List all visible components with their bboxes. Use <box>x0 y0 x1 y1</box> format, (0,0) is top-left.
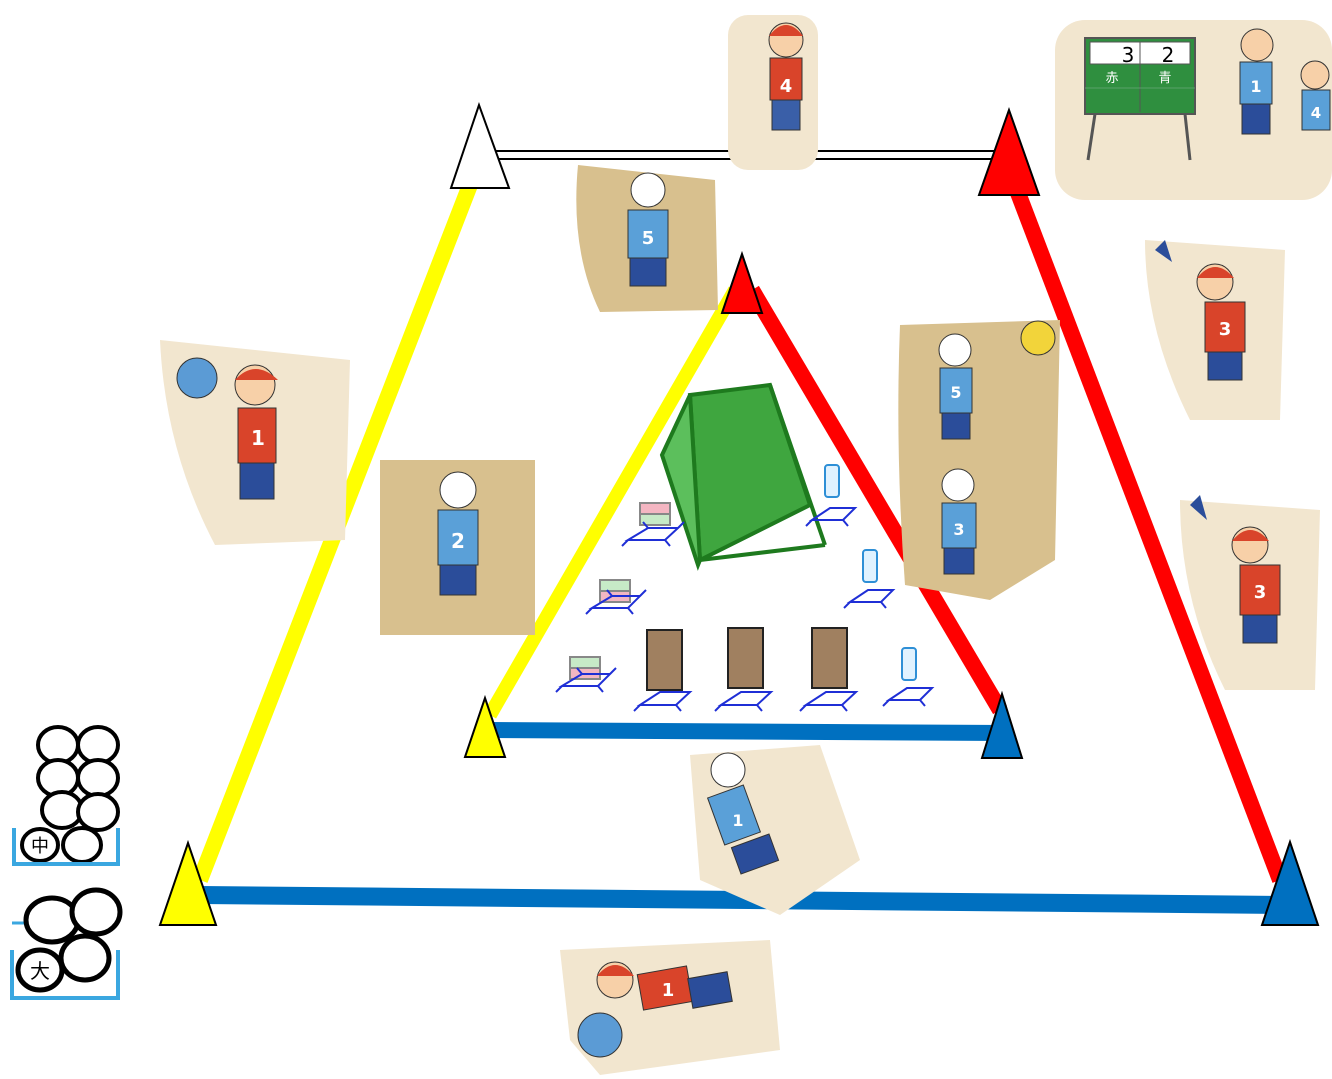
scoreboard-red-team: 赤 <box>1105 71 1118 86</box>
scoreboard: 3 2 赤 青 1 4 <box>1055 20 1332 200</box>
stacked-box-icon <box>621 502 685 547</box>
cone-inner-top-icon <box>720 250 764 314</box>
inner-left-line <box>483 286 742 719</box>
cone-inner-bottom-right-icon <box>980 690 1024 759</box>
ball-size-legend-medium <box>12 725 120 866</box>
cone-outer-top-right-icon <box>977 106 1041 196</box>
ball-size-medium-label: 中 <box>31 836 49 857</box>
cone-inner-bottom-left-icon <box>463 694 507 758</box>
player-blue-2-left: 2 <box>380 460 535 635</box>
milk-carton-face-icon <box>633 629 693 712</box>
jersey-number: 5 <box>950 383 961 402</box>
player-blue-1-bottom: 1 <box>690 745 860 915</box>
ball-size-legend-large <box>10 887 123 1000</box>
inner-bottom-line <box>489 722 1006 741</box>
target-stands <box>555 464 935 712</box>
jersey-number: 2 <box>451 529 465 553</box>
jersey-number: 4 <box>1311 104 1321 122</box>
jersey-number: 1 <box>662 980 675 1001</box>
scoreboard-red-score: 3 <box>1122 43 1135 67</box>
cone-outer-top-left-icon <box>449 101 511 189</box>
inner-right-line <box>745 285 1007 715</box>
player-red-4-top: 4 <box>728 15 818 170</box>
inner-court <box>483 285 1007 741</box>
jersey-number: 5 <box>642 228 655 249</box>
player-blue-5-top: 5 <box>576 165 718 312</box>
cone-outer-bottom-right-icon <box>1260 838 1320 926</box>
player-red-1-left: 1 <box>160 340 350 545</box>
jersey-number: 1 <box>251 426 265 450</box>
player-blue-5-right: 5 <box>898 320 1060 600</box>
plastic-bottle-icon <box>843 549 896 609</box>
stacked-box-icon <box>585 579 647 615</box>
jersey-number: 3 <box>953 520 964 539</box>
jersey-number: 4 <box>780 76 793 97</box>
scoreboard-blue-team: 青 <box>1158 71 1171 86</box>
milk-carton-face-icon <box>714 627 774 712</box>
player-red-1-bottom: 1 <box>560 940 780 1075</box>
milk-carton-face-icon <box>799 627 859 712</box>
goal-net-icon <box>659 382 827 571</box>
player-red-3-flag-bottom: 3 <box>1180 495 1320 690</box>
outer-bottom-line <box>199 886 1291 914</box>
jersey-number: 1 <box>732 811 743 830</box>
player-red-3-flag-top: 3 <box>1145 240 1285 420</box>
jersey-number: 1 <box>1250 77 1261 96</box>
stacked-box-icon <box>555 656 617 693</box>
scoreboard-blue-score: 2 <box>1162 43 1175 67</box>
cone-outer-bottom-left-icon <box>158 839 218 926</box>
jersey-number: 3 <box>1219 319 1232 340</box>
plastic-bottle-icon <box>882 647 935 707</box>
jersey-number: 3 <box>1254 582 1267 603</box>
plastic-bottle-icon <box>805 464 858 527</box>
ball-size-large-label: 大 <box>30 959 50 983</box>
player-blue-3-right: 3 <box>941 468 977 575</box>
outer-right-line <box>1007 182 1288 883</box>
